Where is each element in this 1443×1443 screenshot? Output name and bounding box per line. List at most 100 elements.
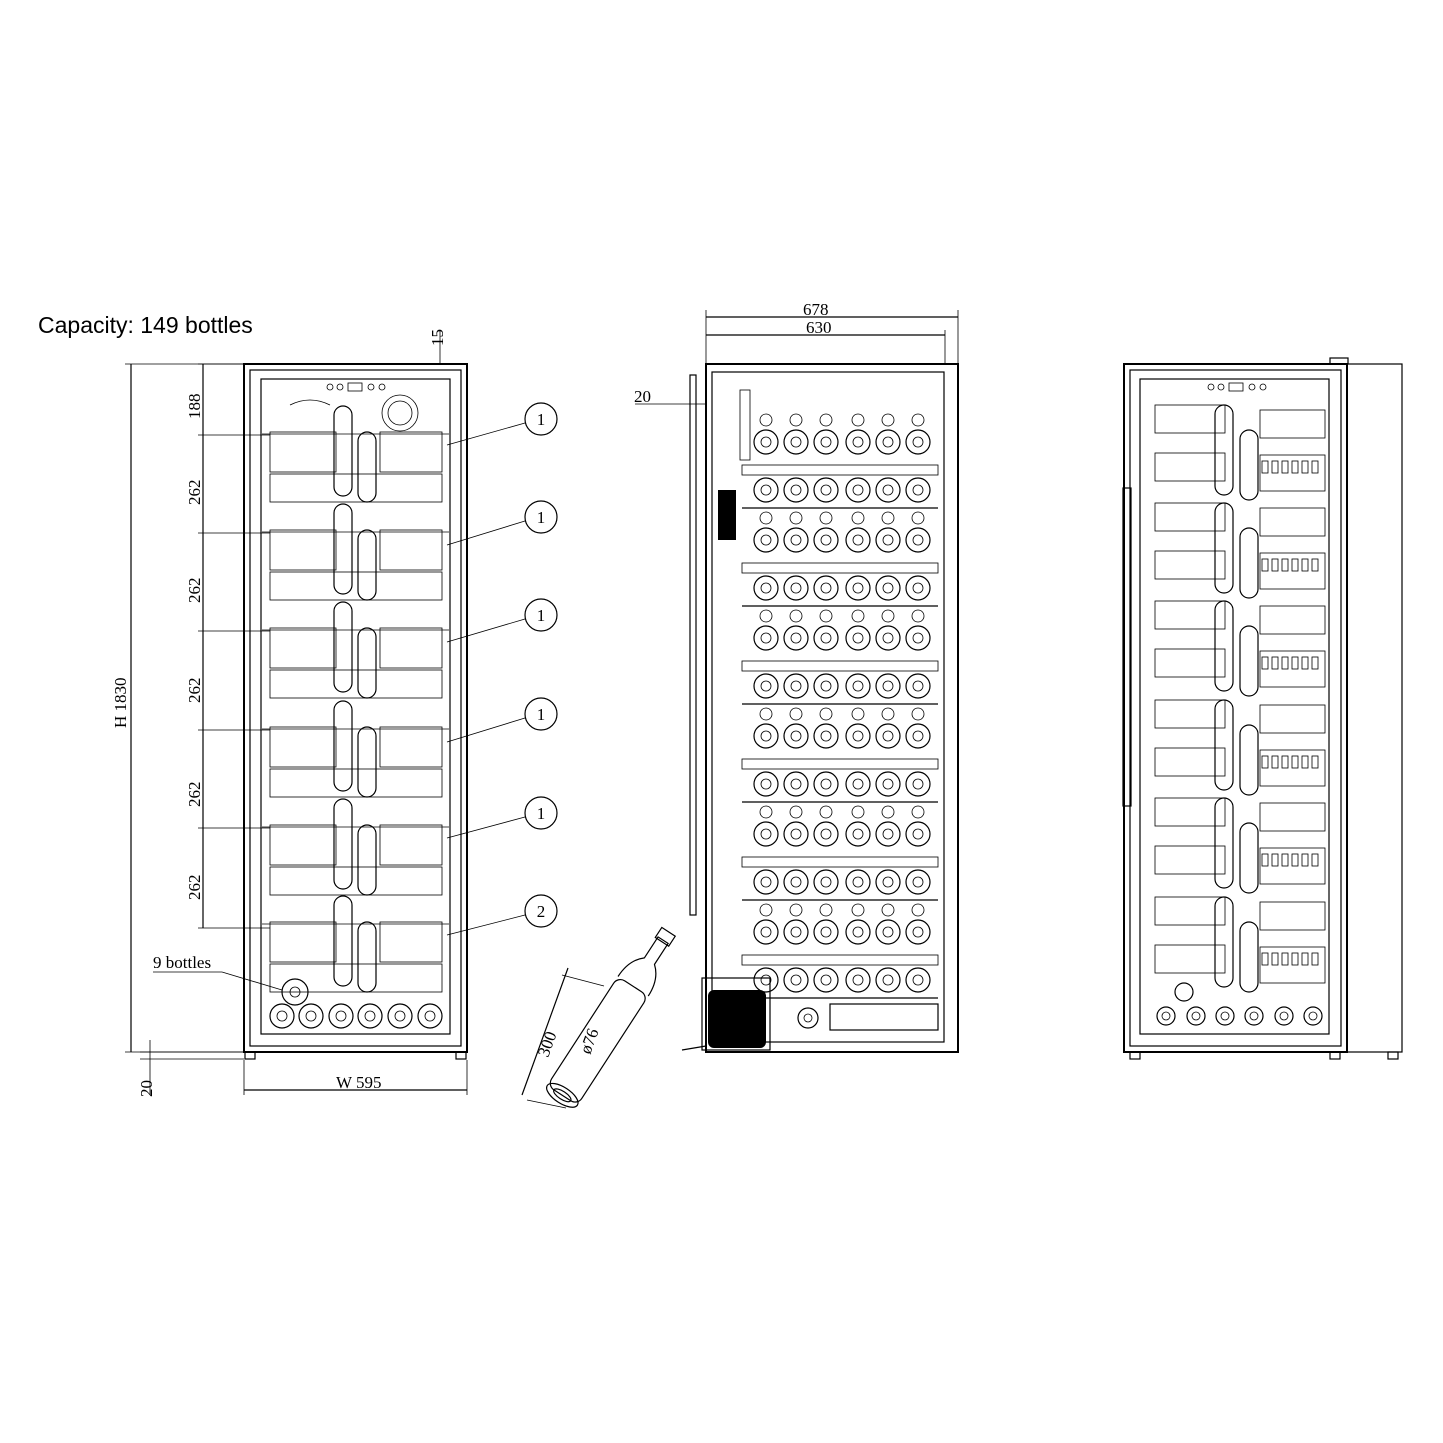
bottle-neck-top [789, 707, 803, 721]
bottle-neck-top [881, 609, 895, 623]
bottle-neck [1311, 755, 1319, 769]
bottle-end [753, 429, 779, 455]
shelf-handle [333, 798, 353, 890]
bottle-neck [1281, 558, 1289, 572]
third-shelf-right [1259, 901, 1326, 931]
bottle-neck [1271, 952, 1279, 966]
third-view [1122, 357, 1403, 1060]
bottle-end [905, 429, 931, 455]
shelf-drawer-left [269, 431, 337, 473]
bottle-neck [790, 730, 802, 742]
bottle-neck-top [911, 805, 925, 819]
third-shelf-right-lower [1259, 847, 1326, 885]
bottle-neck [1301, 656, 1309, 670]
bottle-neck [912, 582, 924, 594]
bottle-neck [760, 974, 772, 986]
bottle-neck [760, 730, 772, 742]
bottle-end [905, 919, 931, 945]
bottle-neck [820, 680, 832, 692]
bottle-neck [790, 778, 802, 790]
bottle-end [753, 869, 779, 895]
side-shelf [741, 562, 939, 574]
bottle-neck [820, 730, 832, 742]
bottle-end [753, 673, 779, 699]
bottle-end [783, 527, 809, 553]
bottle-neck [760, 484, 772, 496]
bottle-end [845, 771, 871, 797]
bottle-neck [1301, 853, 1309, 867]
bottle-neck [1281, 853, 1289, 867]
third-handle [1214, 699, 1234, 791]
callout-circle [524, 796, 558, 830]
bottle-end [813, 869, 839, 895]
bottle-neck [820, 926, 832, 938]
bottle-neck-top [911, 511, 925, 525]
callout-circle [524, 697, 558, 731]
dim-depth-total: 678 [803, 300, 829, 319]
shelf-drawer-left [269, 529, 337, 571]
bottle-neck-top [851, 707, 865, 721]
callout-circle [524, 598, 558, 632]
dim-total-height: H 1830 [111, 677, 130, 728]
bottle-neck-top [759, 609, 773, 623]
bottle-end [875, 527, 901, 553]
bottle-neck [852, 876, 864, 888]
bottle-neck [1281, 952, 1289, 966]
bottle-neck [912, 926, 924, 938]
bottle-end [783, 919, 809, 945]
shelf-drawer-left [269, 824, 337, 866]
bottle-end [875, 477, 901, 503]
bottle-end [875, 575, 901, 601]
bottle-end [845, 575, 871, 601]
bottle-end [753, 527, 779, 553]
bottle-end [905, 673, 931, 699]
bottle-end [813, 723, 839, 749]
bottle-neck [882, 828, 894, 840]
bottle-neck-top [881, 903, 895, 917]
bottle-end [783, 869, 809, 895]
third-shelf-right-lower [1259, 552, 1326, 590]
callout-number: 1 [537, 410, 546, 429]
bottle-end [875, 723, 901, 749]
bottle-neck-top [789, 511, 803, 525]
bottle-neck-top [759, 511, 773, 525]
bottle-end [753, 919, 779, 945]
bottle-neck [335, 1010, 347, 1022]
third-shelf-right-lower [1259, 946, 1326, 984]
bottle-neck [790, 876, 802, 888]
bottle-neck [790, 926, 802, 938]
bottle-end [875, 821, 901, 847]
dim-section-3: 262 [185, 678, 204, 704]
callout-number: 1 [537, 508, 546, 527]
capacity-label: Capacity: 149 bottles [38, 312, 253, 338]
bottle-end [905, 477, 931, 503]
bottle-end [813, 477, 839, 503]
bottle-neck [760, 778, 772, 790]
shelf-drawer-right [379, 824, 443, 866]
third-shelf-left [1154, 896, 1226, 926]
bottle-end [905, 723, 931, 749]
bottle-neck [1301, 460, 1309, 474]
bottle-neck-top [819, 413, 833, 427]
third-shelf-right [1259, 605, 1326, 635]
bottle-end [753, 771, 779, 797]
dim-foot-height: 20 [137, 1080, 156, 1097]
bottle-neck [882, 484, 894, 496]
shelf-tray [269, 768, 443, 798]
side-shelf [741, 856, 939, 868]
bottle-neck-top [789, 903, 803, 917]
bottle-neck-top [819, 511, 833, 525]
bottle-neck-top [911, 413, 925, 427]
bottle-neck [912, 484, 924, 496]
side-cabinet-outline [705, 363, 959, 1053]
bottle-end [813, 527, 839, 553]
bottle-neck [276, 1010, 288, 1022]
dim-depth-body: 630 [806, 318, 832, 337]
bottle-neck [424, 1010, 436, 1022]
bottle-end [875, 771, 901, 797]
shelf-handle [357, 726, 377, 798]
front-glass-door [260, 378, 451, 1035]
bottle-neck [852, 582, 864, 594]
shelf-handle [357, 529, 377, 601]
